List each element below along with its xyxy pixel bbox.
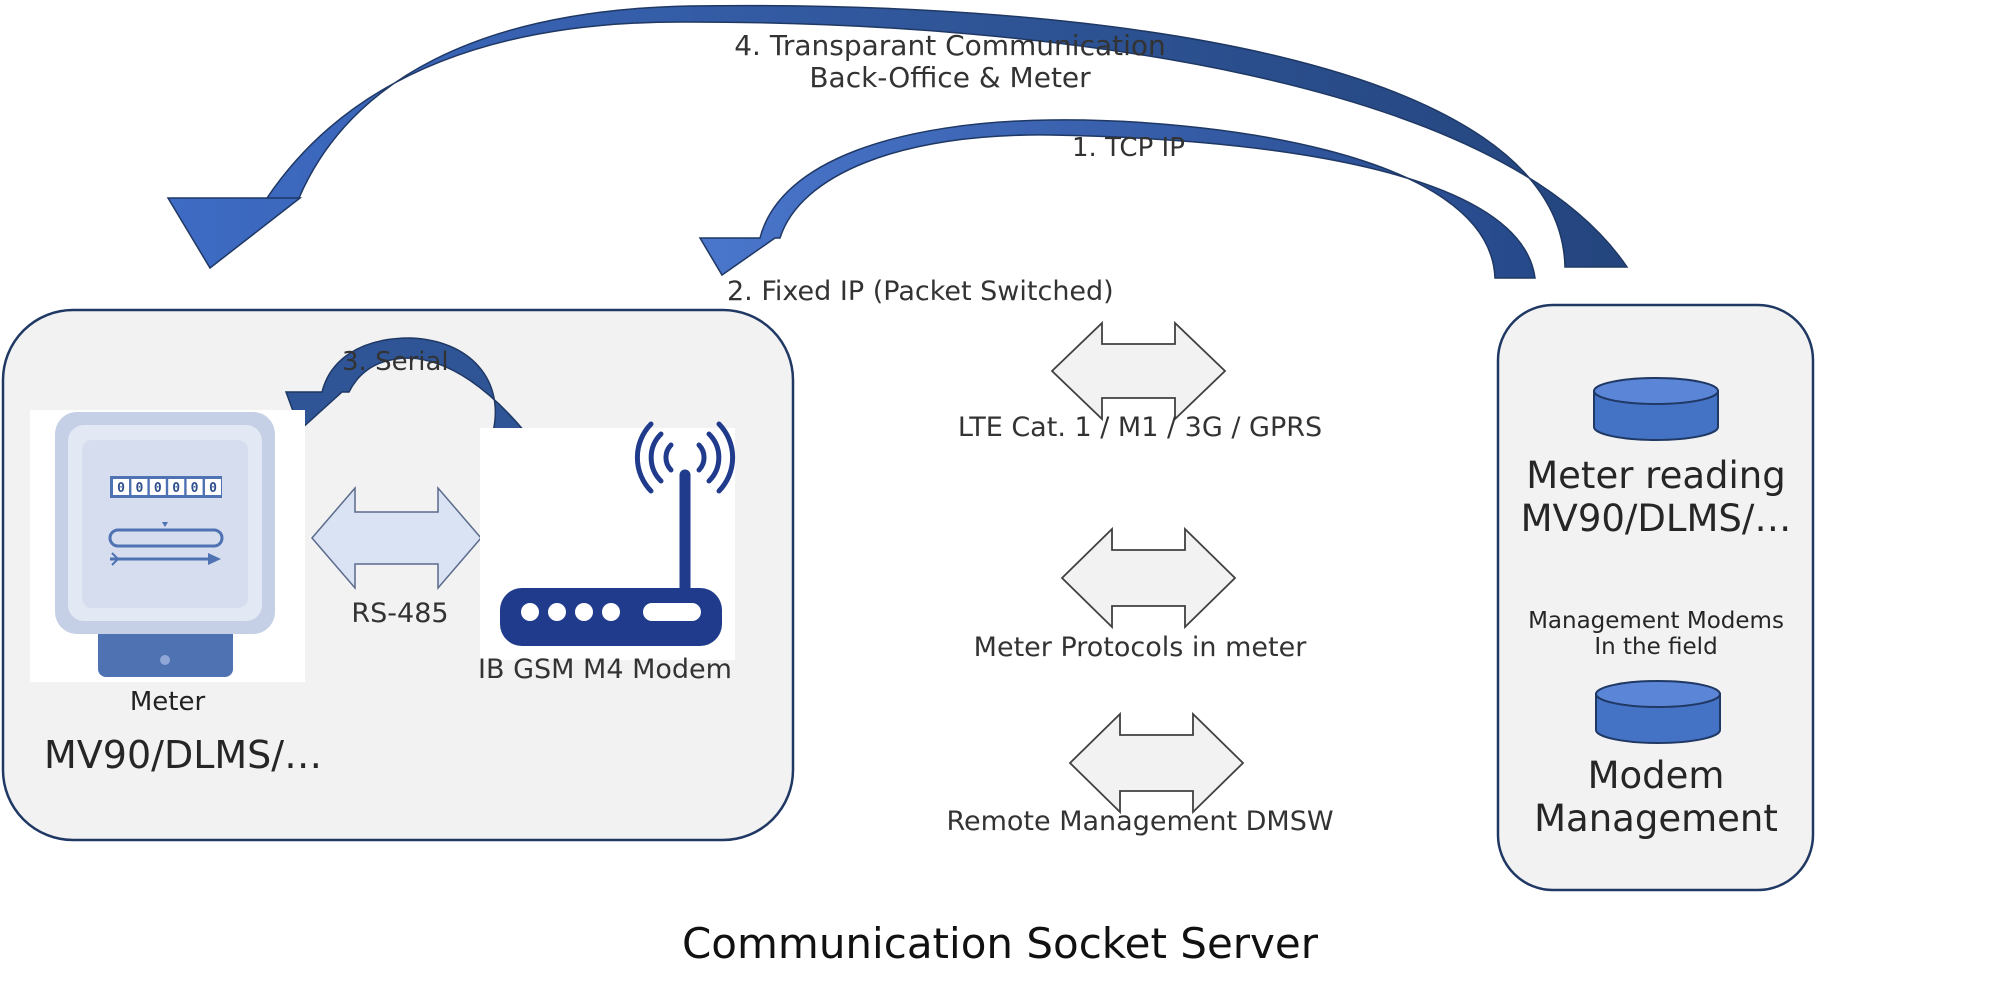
modem-management-label: Modem Management [1500, 754, 1812, 840]
network-double-arrow-lte [1050, 320, 1227, 422]
diagram-title: Communication Socket Server [681, 919, 1319, 968]
network-double-arrow-protocols [1060, 526, 1237, 630]
management-modems-note-line-1: Management Modems [1528, 608, 1784, 634]
meter-digit-cell [113, 479, 129, 495]
transparent-communication-arrow [166, 4, 1629, 270]
meter-digit: 0 [209, 481, 217, 496]
management-modems-note-line-2: In the field [1594, 634, 1718, 661]
server-box [1496, 303, 1815, 892]
modem-illustration [480, 421, 736, 660]
meter-digit-cell [131, 479, 148, 495]
meter-digit: 0 [191, 481, 199, 496]
meter-digit: 0 [117, 481, 125, 496]
management-modems-note: Management Modems In the field [1500, 608, 1812, 661]
modem-management-database-icon [1595, 680, 1721, 744]
meter-digit-cell [149, 479, 166, 495]
transparent-communication-line-1: 4. Transparant Communication [734, 29, 1166, 62]
network-label-lte: LTE Cat. 1 / M1 / 3G / GPRS [957, 412, 1323, 443]
meter-label: Meter [129, 687, 206, 717]
meter-reading-database-icon [1593, 377, 1719, 441]
rs485-label: RS-485 [351, 598, 449, 629]
meter-digit-cell [168, 479, 185, 495]
serial-label: 3. Serial [342, 347, 449, 377]
modem-management-line-2: Management [1534, 796, 1778, 840]
meter-digit: 0 [172, 481, 180, 496]
modem-management-line-1: Modem [1587, 754, 1725, 797]
transparent-communication-line-2: Back-Office & Meter [809, 61, 1091, 95]
network-label-protocols: Meter Protocols in meter [973, 632, 1307, 663]
transparent-communication-label: 4. Transparant Communication Back-Office… [700, 29, 1200, 95]
meter-protocols-label: MV90/DLMS/… [44, 733, 323, 777]
tcp-ip-label: 1. TCP IP [1072, 133, 1185, 163]
meter-digit: 0 [154, 481, 162, 496]
meter-reading-label: Meter reading MV90/DLMS/… [1500, 454, 1812, 540]
meter-digit-cell [205, 479, 221, 495]
meter-digit: 0 [135, 481, 143, 496]
network-label-management: Remote Management DMSW [946, 806, 1334, 837]
meter-reading-line-2: MV90/DLMS/… [1520, 496, 1792, 540]
meter-digit-cell [186, 479, 203, 495]
tcp-ip-arrow [698, 119, 1536, 279]
meter-reading-line-1: Meter reading [1526, 454, 1786, 497]
fixed-ip-label: 2. Fixed IP (Packet Switched) [727, 276, 1114, 307]
modem-label: IB GSM M4 Modem [478, 654, 732, 685]
network-double-arrow-management [1068, 711, 1245, 815]
